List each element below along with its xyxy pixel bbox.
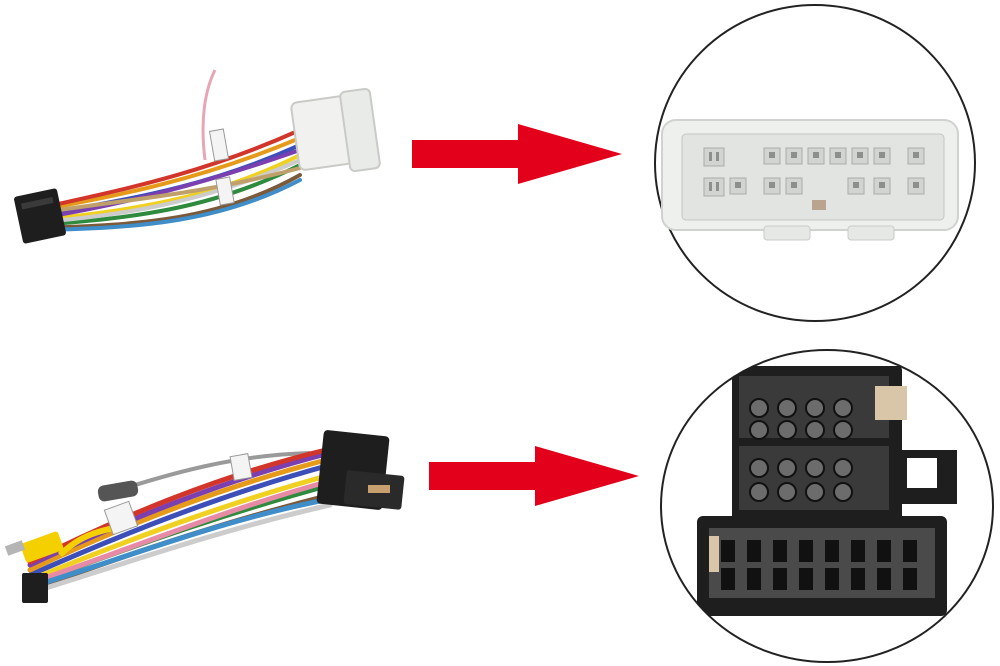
red-arrow-icon — [412, 124, 622, 184]
iso-connector-closeup-icon — [660, 349, 994, 663]
arrow-row-2 — [427, 444, 642, 508]
closeup-circle-iso-connector — [657, 346, 997, 664]
harness-photo-white-connector — [0, 50, 400, 260]
red-arrow-icon — [429, 446, 639, 506]
white-connector-closeup-icon — [654, 4, 976, 322]
harness-photo-iso-connector — [0, 415, 420, 610]
iso-black-connector-harness-icon — [4, 430, 405, 603]
closeup-circle-white-connector — [652, 2, 982, 324]
white-connector-harness-icon — [14, 69, 381, 244]
arrow-row-1 — [410, 122, 625, 186]
